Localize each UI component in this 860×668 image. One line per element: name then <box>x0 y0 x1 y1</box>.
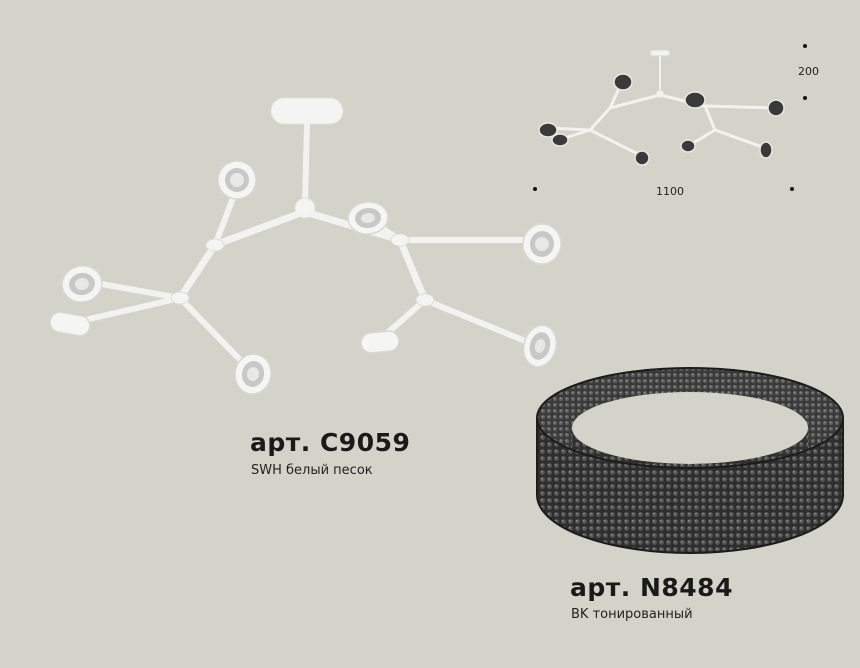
width-dimension-label: 1100 <box>656 185 684 198</box>
height-dimension-label: 200 <box>798 65 819 78</box>
dimension-marker <box>533 187 537 191</box>
dimension-marker <box>790 187 794 191</box>
product-finish-label: SWH белый песок <box>251 463 373 478</box>
dimension-marker <box>803 44 807 48</box>
product-article-title: арт. C9059 <box>250 428 411 457</box>
shade-finish-label: BK тонированный <box>571 607 693 622</box>
shade-article-title: арт. N8484 <box>570 573 733 602</box>
dimension-diagram <box>538 49 785 166</box>
dimension-marker <box>803 96 807 100</box>
crystal-shade-illustration <box>536 367 844 554</box>
